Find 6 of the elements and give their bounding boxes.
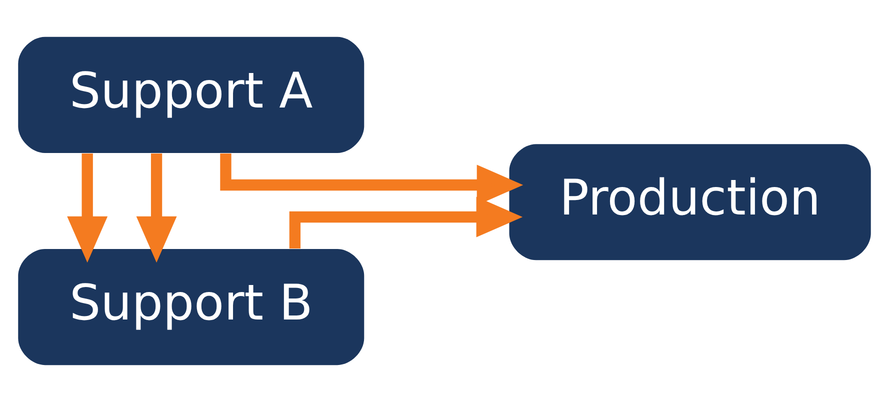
node-box: Production [509, 144, 871, 260]
arrow [67, 152, 108, 262]
arrow [289, 196, 523, 248]
arrow [136, 152, 177, 262]
node-box: Support A [18, 36, 364, 152]
node-box: Support B [18, 248, 364, 365]
